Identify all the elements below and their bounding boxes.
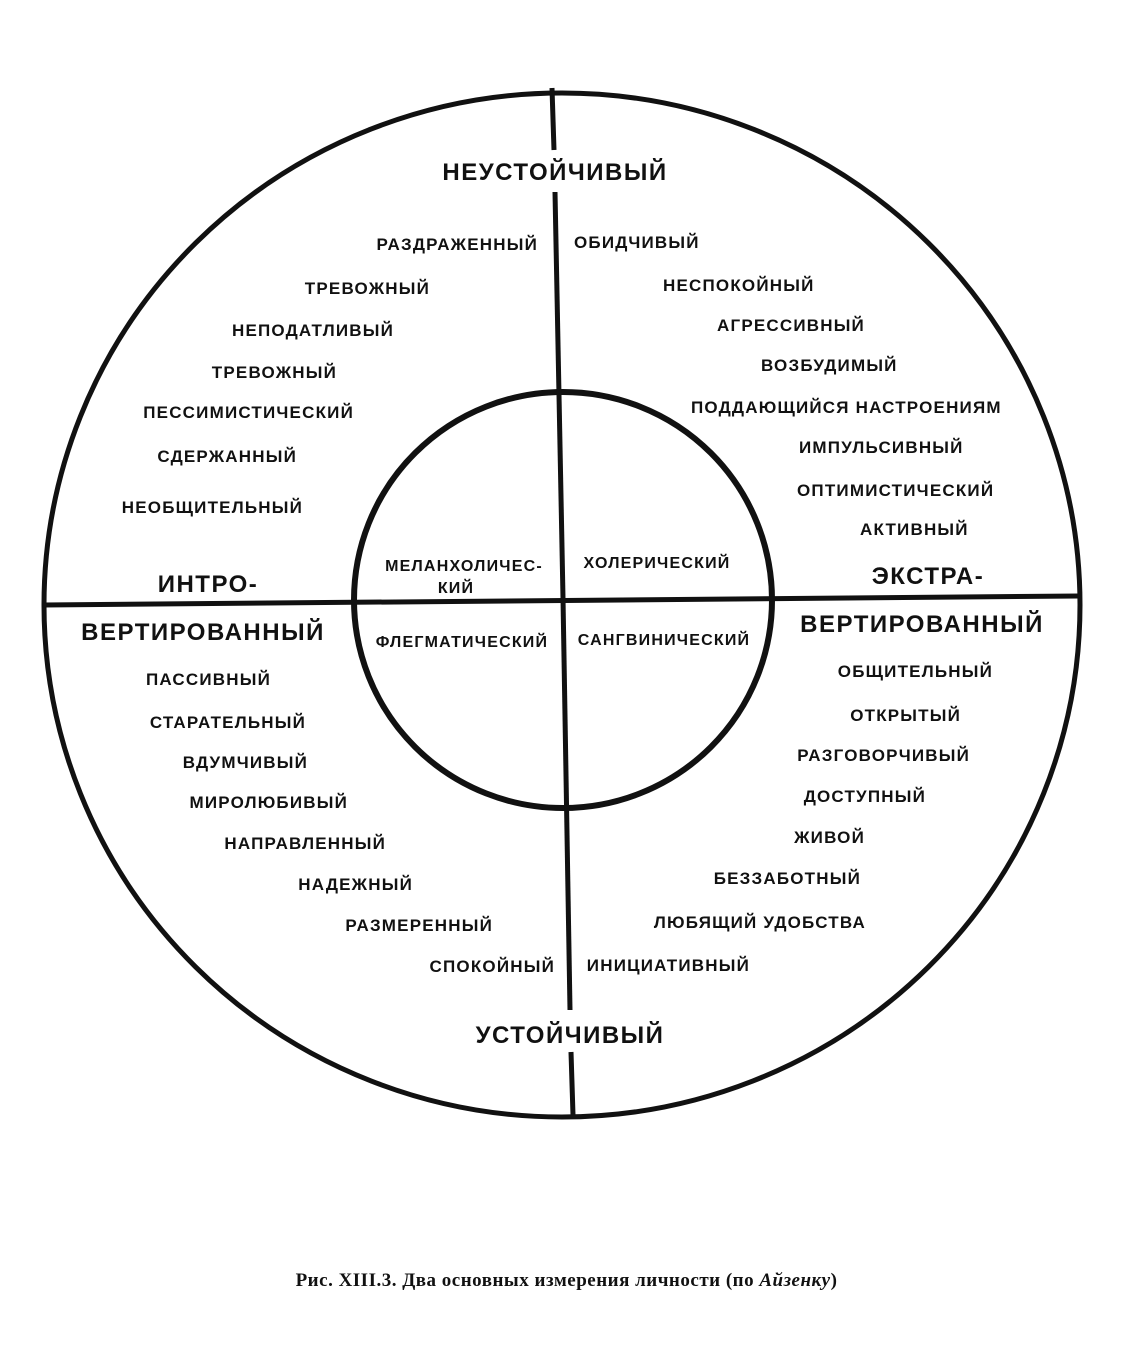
trait-lower-left: НАДЕЖНЫЙ: [298, 875, 413, 894]
temperament-choleric: ХОЛЕРИЧЕСКИЙ: [583, 553, 730, 572]
trait-upper-left: НЕПОДАТЛИВЫЙ: [232, 321, 394, 340]
vertical-axis-lower: [560, 597, 573, 1011]
trait-upper-right: ОБИДЧИВЫЙ: [574, 233, 700, 252]
trait-lower-right: РАЗГОВОРЧИВЫЙ: [797, 746, 970, 765]
trait-upper-left: ТРЕВОЖНЫЙ: [305, 279, 430, 298]
axis-label-introverted: ВЕРТИРОВАННЫЙ: [81, 618, 325, 646]
horizontal-axis: [43, 593, 1080, 608]
axis-label-intro: ИНТРО-: [158, 571, 259, 598]
trait-upper-right: ИМПУЛЬСИВНЫЙ: [799, 438, 964, 457]
trait-upper-right: ВОЗБУДИМЫЙ: [761, 356, 898, 375]
caption-main: Рис. XIII.3. Два основных измерения личн…: [295, 1270, 760, 1291]
trait-upper-right: АГРЕССИВНЫЙ: [717, 316, 865, 335]
figure-caption: Рис. XIII.3. Два основных измерения личн…: [0, 1270, 1133, 1292]
trait-upper-left: РАЗДРАЖЕННЫЙ: [376, 235, 538, 254]
trait-lower-right: БЕЗЗАБОТНЫЙ: [714, 869, 861, 888]
trait-upper-left: ПЕССИМИСТИЧЕСКИЙ: [143, 403, 354, 422]
vertical-axis-upper: [552, 191, 566, 599]
axis-label-unstable: НЕУСТОЙЧИВЫЙ: [442, 158, 667, 186]
trait-lower-right: ИНИЦИАТИВНЫЙ: [587, 956, 750, 975]
vertical-axis-top: [549, 87, 557, 151]
axis-label-stable: УСТОЙЧИВЫЙ: [476, 1021, 665, 1049]
temperament-phlegmatic: ФЛЕГМАТИЧЕСКИЙ: [376, 632, 548, 651]
trait-lower-right: ЖИВОЙ: [793, 828, 865, 847]
temperament-melancholic-line2: КИЙ: [438, 578, 474, 597]
trait-lower-left: НАПРАВЛЕННЫЙ: [224, 834, 386, 853]
trait-lower-left: ВДУМЧИВЫЙ: [183, 753, 308, 772]
caption-end: ): [830, 1270, 838, 1291]
trait-lower-left: МИРОЛЮБИВЫЙ: [189, 793, 348, 812]
trait-upper-right: АКТИВНЫЙ: [860, 520, 969, 539]
axis-label-extraverted: ВЕРТИРОВАННЫЙ: [800, 610, 1044, 638]
axis-label-extra: ЭКСТРА-: [872, 563, 985, 590]
trait-upper-left: НЕОБЩИТЕЛЬНЫЙ: [122, 498, 303, 517]
trait-upper-left: СДЕРЖАННЫЙ: [157, 447, 297, 466]
trait-lower-left: ПАССИВНЫЙ: [146, 670, 271, 689]
trait-upper-right: НЕСПОКОЙНЫЙ: [663, 276, 815, 295]
vertical-axis-bottom: [568, 1051, 576, 1116]
trait-upper-right: ОПТИМИСТИЧЕСКИЙ: [797, 481, 994, 500]
caption-author: Айзенку: [759, 1270, 831, 1291]
trait-lower-right: ОБЩИТЕЛЬНЫЙ: [838, 662, 993, 681]
temperament-sanguine: САНГВИНИЧЕСКИЙ: [578, 630, 750, 649]
trait-lower-right: ОТКРЫТЫЙ: [850, 706, 961, 725]
trait-upper-right: ПОДДАЮЩИЙСЯ НАСТРОЕНИЯМ: [691, 398, 1002, 417]
trait-lower-left: СПОКОЙНЫЙ: [430, 957, 555, 976]
trait-lower-right: ЛЮБЯЩИЙ УДОБСТВА: [654, 913, 866, 932]
trait-lower-left: РАЗМЕРЕННЫЙ: [345, 916, 493, 935]
trait-upper-left: ТРЕВОЖНЫЙ: [212, 363, 337, 382]
temperament-melancholic-line1: МЕЛАНХОЛИЧЕС-: [385, 558, 543, 575]
trait-lower-left: СТАРАТЕЛЬНЫЙ: [150, 713, 306, 732]
trait-lower-right: ДОСТУПНЫЙ: [804, 787, 926, 806]
